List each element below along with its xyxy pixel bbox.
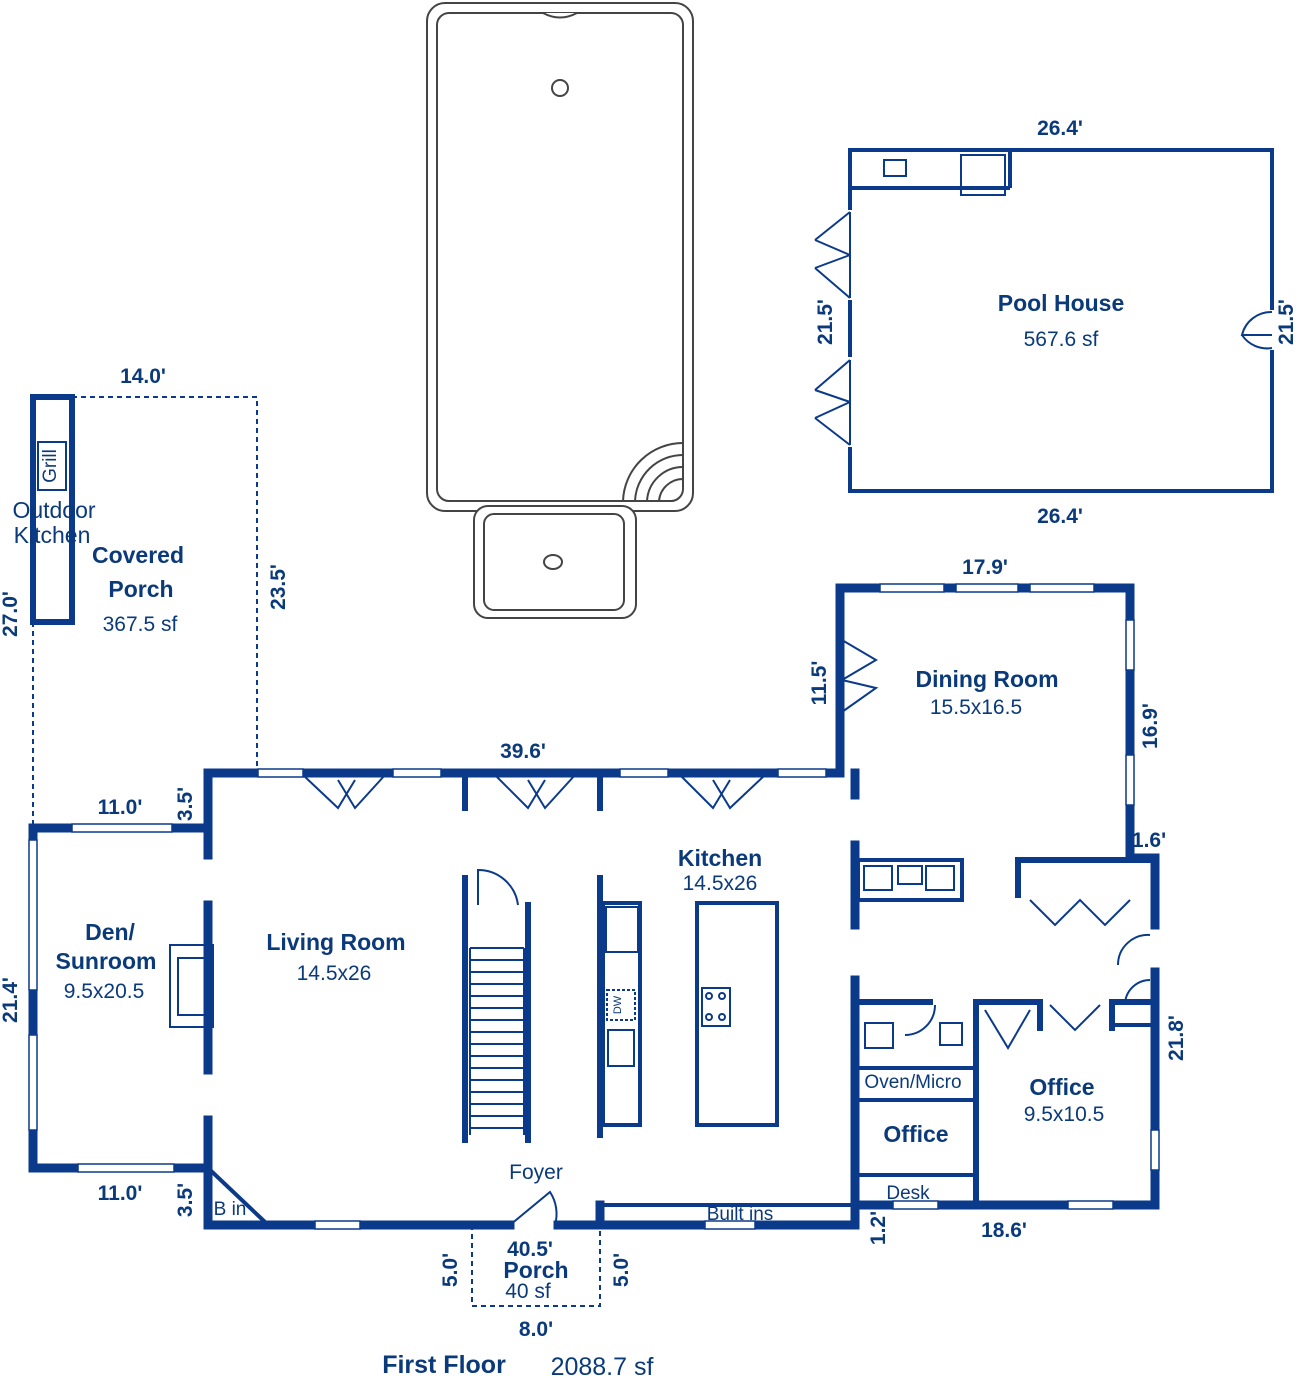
dim-front-wall: 40.5' [507, 1238, 553, 1261]
dim-porch-bottom: 8.0' [519, 1318, 553, 1341]
office-small-name: Office [883, 1121, 948, 1147]
dim-covered-porch-left: 27.0' [0, 591, 22, 637]
living-room-name: Living Room [266, 929, 405, 955]
dim-jog-right: 1.6' [1132, 829, 1166, 852]
pool-house [814, 148, 1276, 493]
pool [426, 2, 694, 619]
dim-den-left: 21.4' [0, 977, 22, 1023]
grill-label: Grill [40, 449, 61, 483]
covered-porch-area: 367.5 sf [103, 613, 178, 636]
dim-dining-top: 17.9' [962, 556, 1008, 579]
dim-dining-left: 11.5' [808, 661, 831, 706]
dim-den-top: 11.0' [98, 796, 143, 819]
dim-office-bottom: 18.6' [981, 1219, 1027, 1242]
office-main-name: Office [1029, 1074, 1094, 1100]
dim-rear-wall: 39.6' [500, 740, 546, 763]
kitchen-name: Kitchen [678, 845, 762, 871]
oven-micro-label: Oven/Micro [864, 1072, 961, 1093]
dining-room-dims: 15.5x16.5 [930, 696, 1022, 719]
covered-porch-line2: Porch [108, 576, 173, 602]
covered-porch [30, 394, 258, 828]
dim-pool-house-right: 21.5' [1275, 299, 1298, 345]
interior [169, 840, 1158, 1307]
dim-porch-left: 5.0' [439, 1253, 462, 1287]
outdoor-kitchen-line1: Outdoor [12, 497, 95, 523]
den-line2: Sunroom [56, 948, 157, 974]
porch-area: 40 sf [505, 1280, 551, 1303]
office-main-dims: 9.5x10.5 [1024, 1103, 1105, 1126]
dim-den-jog-top: 3.5' [174, 787, 197, 821]
dim-pool-house-top: 26.4' [1037, 117, 1083, 140]
dim-pool-house-bottom: 26.4' [1037, 505, 1083, 528]
porch-name: Porch [503, 1257, 568, 1283]
dim-porch-right: 5.0' [610, 1253, 633, 1287]
pool-house-area: 567.6 sf [1024, 328, 1099, 351]
dim-front-jog: 1.2' [867, 1211, 890, 1245]
outdoor-kitchen-line2: Kitchen [14, 522, 91, 548]
dw-label: DW [612, 995, 624, 1014]
foyer-label: Foyer [509, 1161, 563, 1184]
built-ins-label: Built ins [707, 1204, 774, 1225]
dim-covered-porch-right: 23.5' [267, 564, 290, 610]
pool-house-name: Pool House [998, 290, 1125, 316]
b-in-label: B in [214, 1199, 247, 1220]
den-dims: 9.5x20.5 [64, 980, 145, 1003]
dim-den-jog-bottom: 3.5' [174, 1183, 197, 1217]
floor-title: First Floor [382, 1351, 506, 1378]
dim-dining-right: 16.9' [1139, 703, 1162, 749]
desk-label: Desk [886, 1183, 930, 1204]
covered-porch-line1: Covered [92, 542, 184, 568]
kitchen-dims: 14.5x26 [683, 872, 758, 895]
dining-room-name: Dining Room [915, 666, 1058, 692]
den-line1: Den/ [85, 919, 135, 945]
dim-office-right: 21.8' [1165, 1015, 1188, 1061]
dim-den-bottom: 11.0' [98, 1182, 143, 1205]
floor-area: 2088.7 sf [551, 1353, 654, 1378]
living-room-dims: 14.5x26 [297, 962, 372, 985]
dim-covered-porch-top: 14.0' [120, 365, 166, 388]
dim-pool-house-left: 21.5' [814, 299, 837, 345]
